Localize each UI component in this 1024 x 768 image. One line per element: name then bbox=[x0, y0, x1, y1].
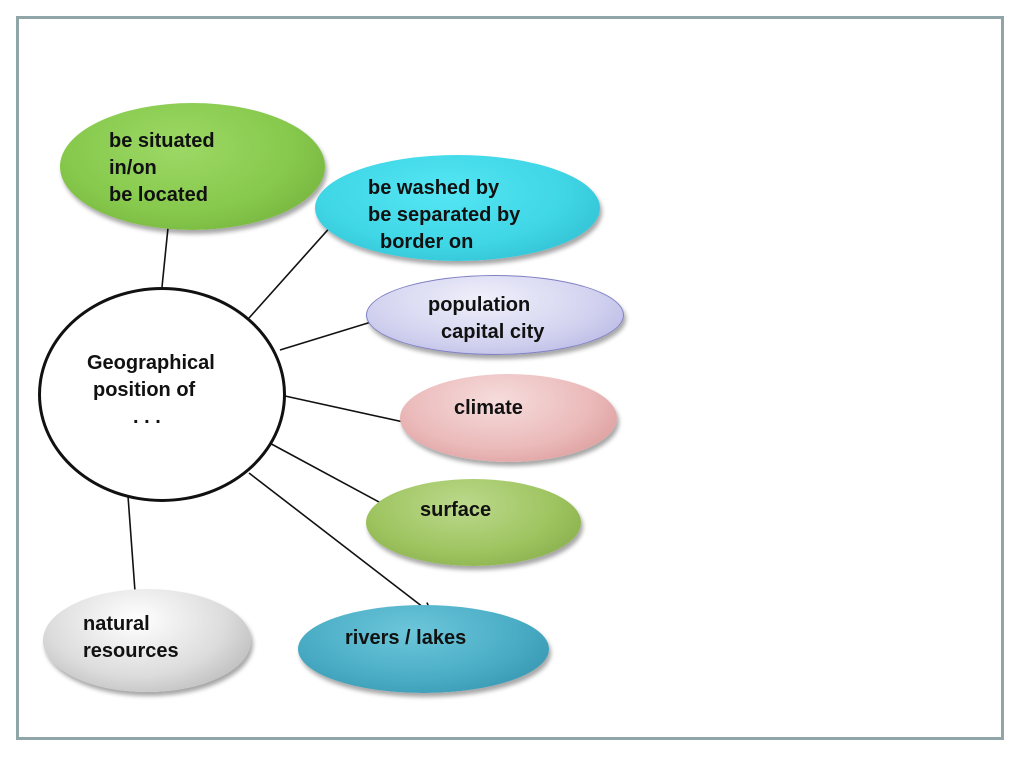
node-natural-resources bbox=[43, 589, 251, 692]
rivers-line-1: rivers / lakes bbox=[345, 627, 467, 649]
node-natural-resources-label: natural resources bbox=[83, 611, 179, 665]
center-node-geographical-position bbox=[38, 287, 286, 502]
node-surface bbox=[366, 479, 581, 566]
node-rivers-lakes-label: rivers / lakes bbox=[345, 625, 466, 652]
surface-line-1: surface bbox=[420, 499, 492, 521]
center-line-1: Geographical bbox=[87, 352, 215, 374]
center-line-2: position of bbox=[93, 379, 196, 401]
node-population bbox=[366, 275, 624, 355]
situated-line-1: be situated bbox=[109, 130, 215, 152]
node-be-washed-by bbox=[315, 155, 600, 261]
washed-line-3: border on bbox=[380, 231, 474, 253]
node-climate-label: climate bbox=[454, 395, 523, 422]
natural-line-1: natural bbox=[83, 613, 150, 635]
climate-line-1: climate bbox=[454, 397, 523, 419]
washed-line-2: be separated by bbox=[368, 204, 521, 226]
center-line-3: . . . bbox=[133, 406, 161, 428]
population-line-2: capital city bbox=[441, 321, 545, 343]
node-be-situated-label: be situated in/on be located bbox=[109, 128, 215, 209]
node-be-washed-by-label: be washed by be separated by border on bbox=[368, 175, 520, 256]
washed-line-1: be washed by bbox=[368, 177, 500, 199]
node-population-label: population capital city bbox=[428, 292, 544, 346]
node-surface-label: surface bbox=[420, 497, 491, 524]
natural-line-2: resources bbox=[83, 640, 179, 662]
node-be-situated bbox=[60, 103, 325, 230]
center-node-label: Geographical position of . . . bbox=[87, 350, 215, 431]
node-rivers-lakes bbox=[298, 605, 549, 693]
situated-line-3: be located bbox=[109, 184, 208, 206]
situated-line-2: in/on bbox=[109, 157, 157, 179]
node-climate bbox=[400, 374, 617, 462]
population-line-1: population bbox=[428, 294, 531, 316]
